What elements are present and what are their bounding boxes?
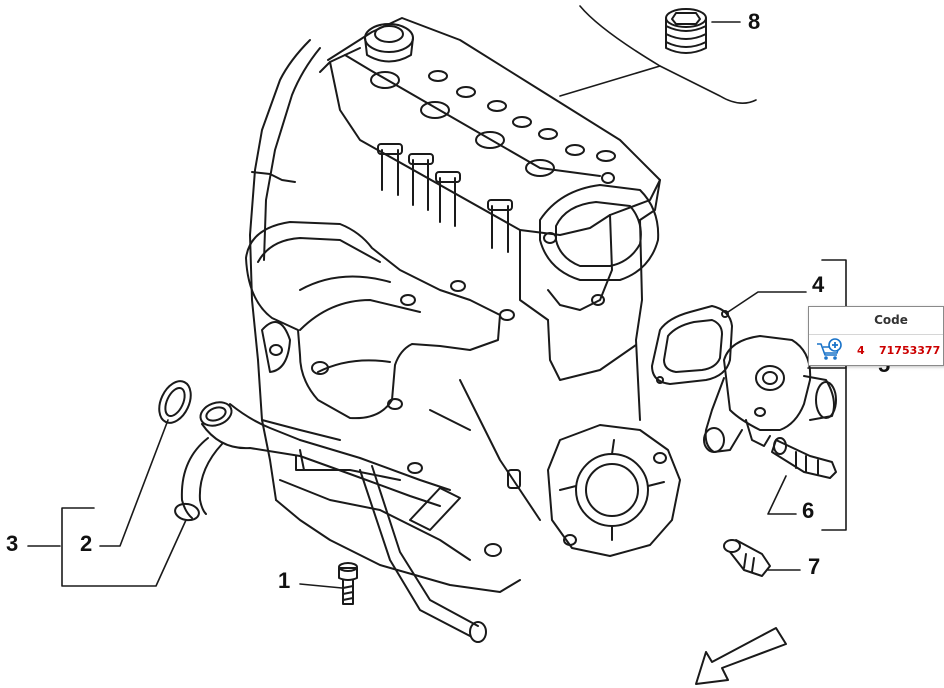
engine-block <box>245 17 681 593</box>
part-temp-sensor[interactable] <box>771 437 837 479</box>
callout-6[interactable]: 6 <box>802 498 814 523</box>
popup-ref-number: 4 <box>857 343 865 357</box>
part-thermostat-housing[interactable] <box>703 335 837 453</box>
callout-8[interactable]: 8 <box>748 9 760 34</box>
popup-header: Code <box>809 307 943 335</box>
callout-3[interactable]: 3 <box>6 531 18 556</box>
direction-arrow-icon <box>695 627 787 685</box>
callout-4[interactable]: 4 <box>812 272 825 297</box>
part-code-popup: Code 4 71753377 <box>808 306 944 366</box>
part-water-pipe[interactable] <box>174 398 487 643</box>
popup-row[interactable]: 4 71753377 <box>809 335 943 365</box>
part-bolt[interactable] <box>723 539 771 577</box>
part-hex-plug[interactable] <box>665 8 707 54</box>
leader-lines <box>27 5 847 589</box>
part-gasket[interactable] <box>651 305 733 385</box>
cart-add-icon[interactable] <box>815 338 845 362</box>
popup-part-code[interactable]: 71753377 <box>879 343 941 357</box>
part-o-ring[interactable] <box>153 376 197 428</box>
part-plug-screw[interactable] <box>338 562 358 605</box>
callout-2[interactable]: 2 <box>80 531 92 556</box>
callout-1[interactable]: 1 <box>278 568 290 593</box>
callout-7[interactable]: 7 <box>808 554 820 579</box>
